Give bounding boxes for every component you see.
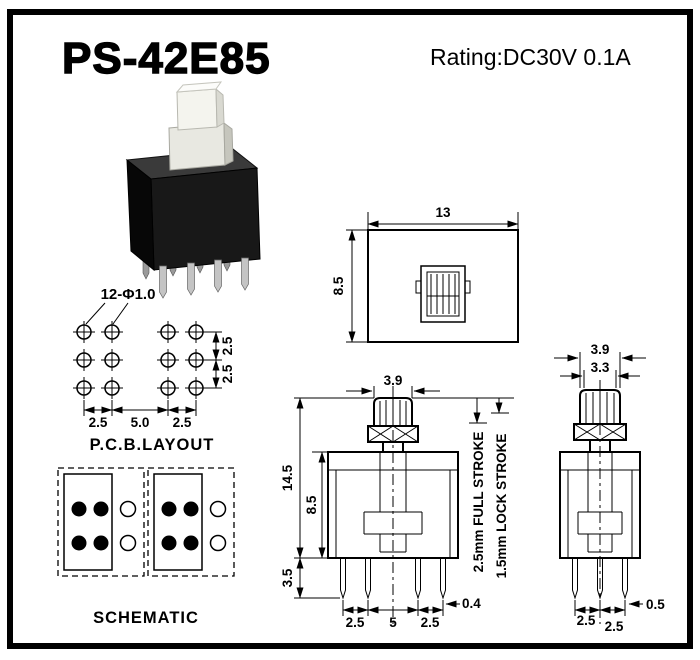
switch-photo-front-pins bbox=[159, 257, 249, 299]
schematic-frame-dashed bbox=[147, 467, 235, 577]
schematic-contact-open bbox=[119, 534, 137, 552]
pcb-col-dim-3: 2.5 bbox=[173, 415, 192, 430]
pcb-row-dim-1: 2.5 bbox=[220, 336, 235, 355]
pcb-holes-label: 12-Φ1.0 bbox=[101, 286, 156, 303]
side-pin-pitch-dim-1: 2.5 bbox=[577, 613, 596, 628]
top-view-dimensions bbox=[346, 212, 519, 343]
pcb-holes bbox=[73, 321, 207, 399]
front-pin-pitch-dim-2: 5 bbox=[389, 615, 397, 630]
schematic-contact-closed bbox=[183, 501, 199, 517]
schematic-pole-body bbox=[153, 473, 203, 571]
schematic-contact-closed bbox=[93, 535, 109, 551]
schematic: SCHEMATIC bbox=[57, 467, 235, 627]
lock-stroke-label: 1.5mm LOCK STROKE bbox=[494, 434, 509, 579]
side-pin-width-dim: 0.5 bbox=[646, 597, 665, 612]
front-button-width-dim: 3.9 bbox=[384, 373, 403, 388]
schematic-contact-closed bbox=[161, 501, 177, 517]
schematic-contact-closed bbox=[183, 535, 199, 551]
pcb-row-dim-2: 2.5 bbox=[220, 364, 235, 383]
schematic-pole-body bbox=[63, 473, 113, 571]
schematic-contact-open bbox=[209, 534, 227, 552]
side-pin-pitch-dim-2: 2.5 bbox=[605, 619, 624, 634]
topview-height-dim: 8.5 bbox=[331, 276, 346, 295]
schematic-frame-dashed bbox=[57, 467, 145, 577]
border-frame bbox=[7, 9, 693, 649]
schematic-contact-open bbox=[209, 500, 227, 518]
schematic-contact-closed bbox=[93, 501, 109, 517]
pcb-layout: 12-Φ1.0 bbox=[73, 286, 235, 454]
full-stroke-label: 2.5mm FULL STROKE bbox=[471, 432, 486, 573]
pcb-dimensions bbox=[83, 331, 222, 416]
front-dimensions bbox=[294, 386, 514, 616]
front-pin-pitch-dim-3: 2.5 bbox=[421, 615, 440, 630]
front-view: 3.9 14.5 8.5 3.5 2.5 5 2.5 0.4 2.5mm FUL… bbox=[280, 373, 514, 630]
side-cap-width-dim: 3.9 bbox=[591, 342, 610, 357]
side-dimensions bbox=[554, 352, 646, 616]
top-view-button bbox=[415, 265, 471, 323]
schematic-contact-closed bbox=[71, 535, 87, 551]
switch-photo-button bbox=[168, 81, 234, 171]
pcb-col-dim-1: 2.5 bbox=[89, 415, 108, 430]
side-pins bbox=[572, 557, 628, 600]
side-view: 3.9 3.3 2.5 2.5 0.5 bbox=[554, 342, 665, 634]
front-pins bbox=[340, 557, 446, 600]
pcb-col-dim-2: 5.0 bbox=[131, 415, 150, 430]
front-body-height-dim: 8.5 bbox=[304, 495, 319, 514]
schematic-caption: SCHEMATIC bbox=[93, 609, 199, 627]
front-pin-length-dim: 3.5 bbox=[280, 568, 295, 587]
front-pin-pitch-dim-1: 2.5 bbox=[346, 615, 365, 630]
front-cap-hatch bbox=[379, 399, 407, 425]
front-pin-width-dim: 0.4 bbox=[462, 596, 481, 611]
side-cap-inner-dim: 3.3 bbox=[591, 360, 610, 375]
top-view: 13 8.5 bbox=[331, 205, 519, 343]
part-number-title: PS-42E85 bbox=[62, 34, 271, 83]
pcb-caption: P.C.B.LAYOUT bbox=[90, 436, 215, 454]
schematic-contact-open bbox=[119, 500, 137, 518]
product-photo bbox=[125, 81, 261, 299]
rating-text: Rating:DC30V 0.1A bbox=[430, 44, 631, 70]
front-total-height-dim: 14.5 bbox=[280, 464, 295, 491]
topview-width-dim: 13 bbox=[435, 205, 451, 220]
schematic-contact-closed bbox=[161, 535, 177, 551]
schematic-contact-closed bbox=[71, 501, 87, 517]
